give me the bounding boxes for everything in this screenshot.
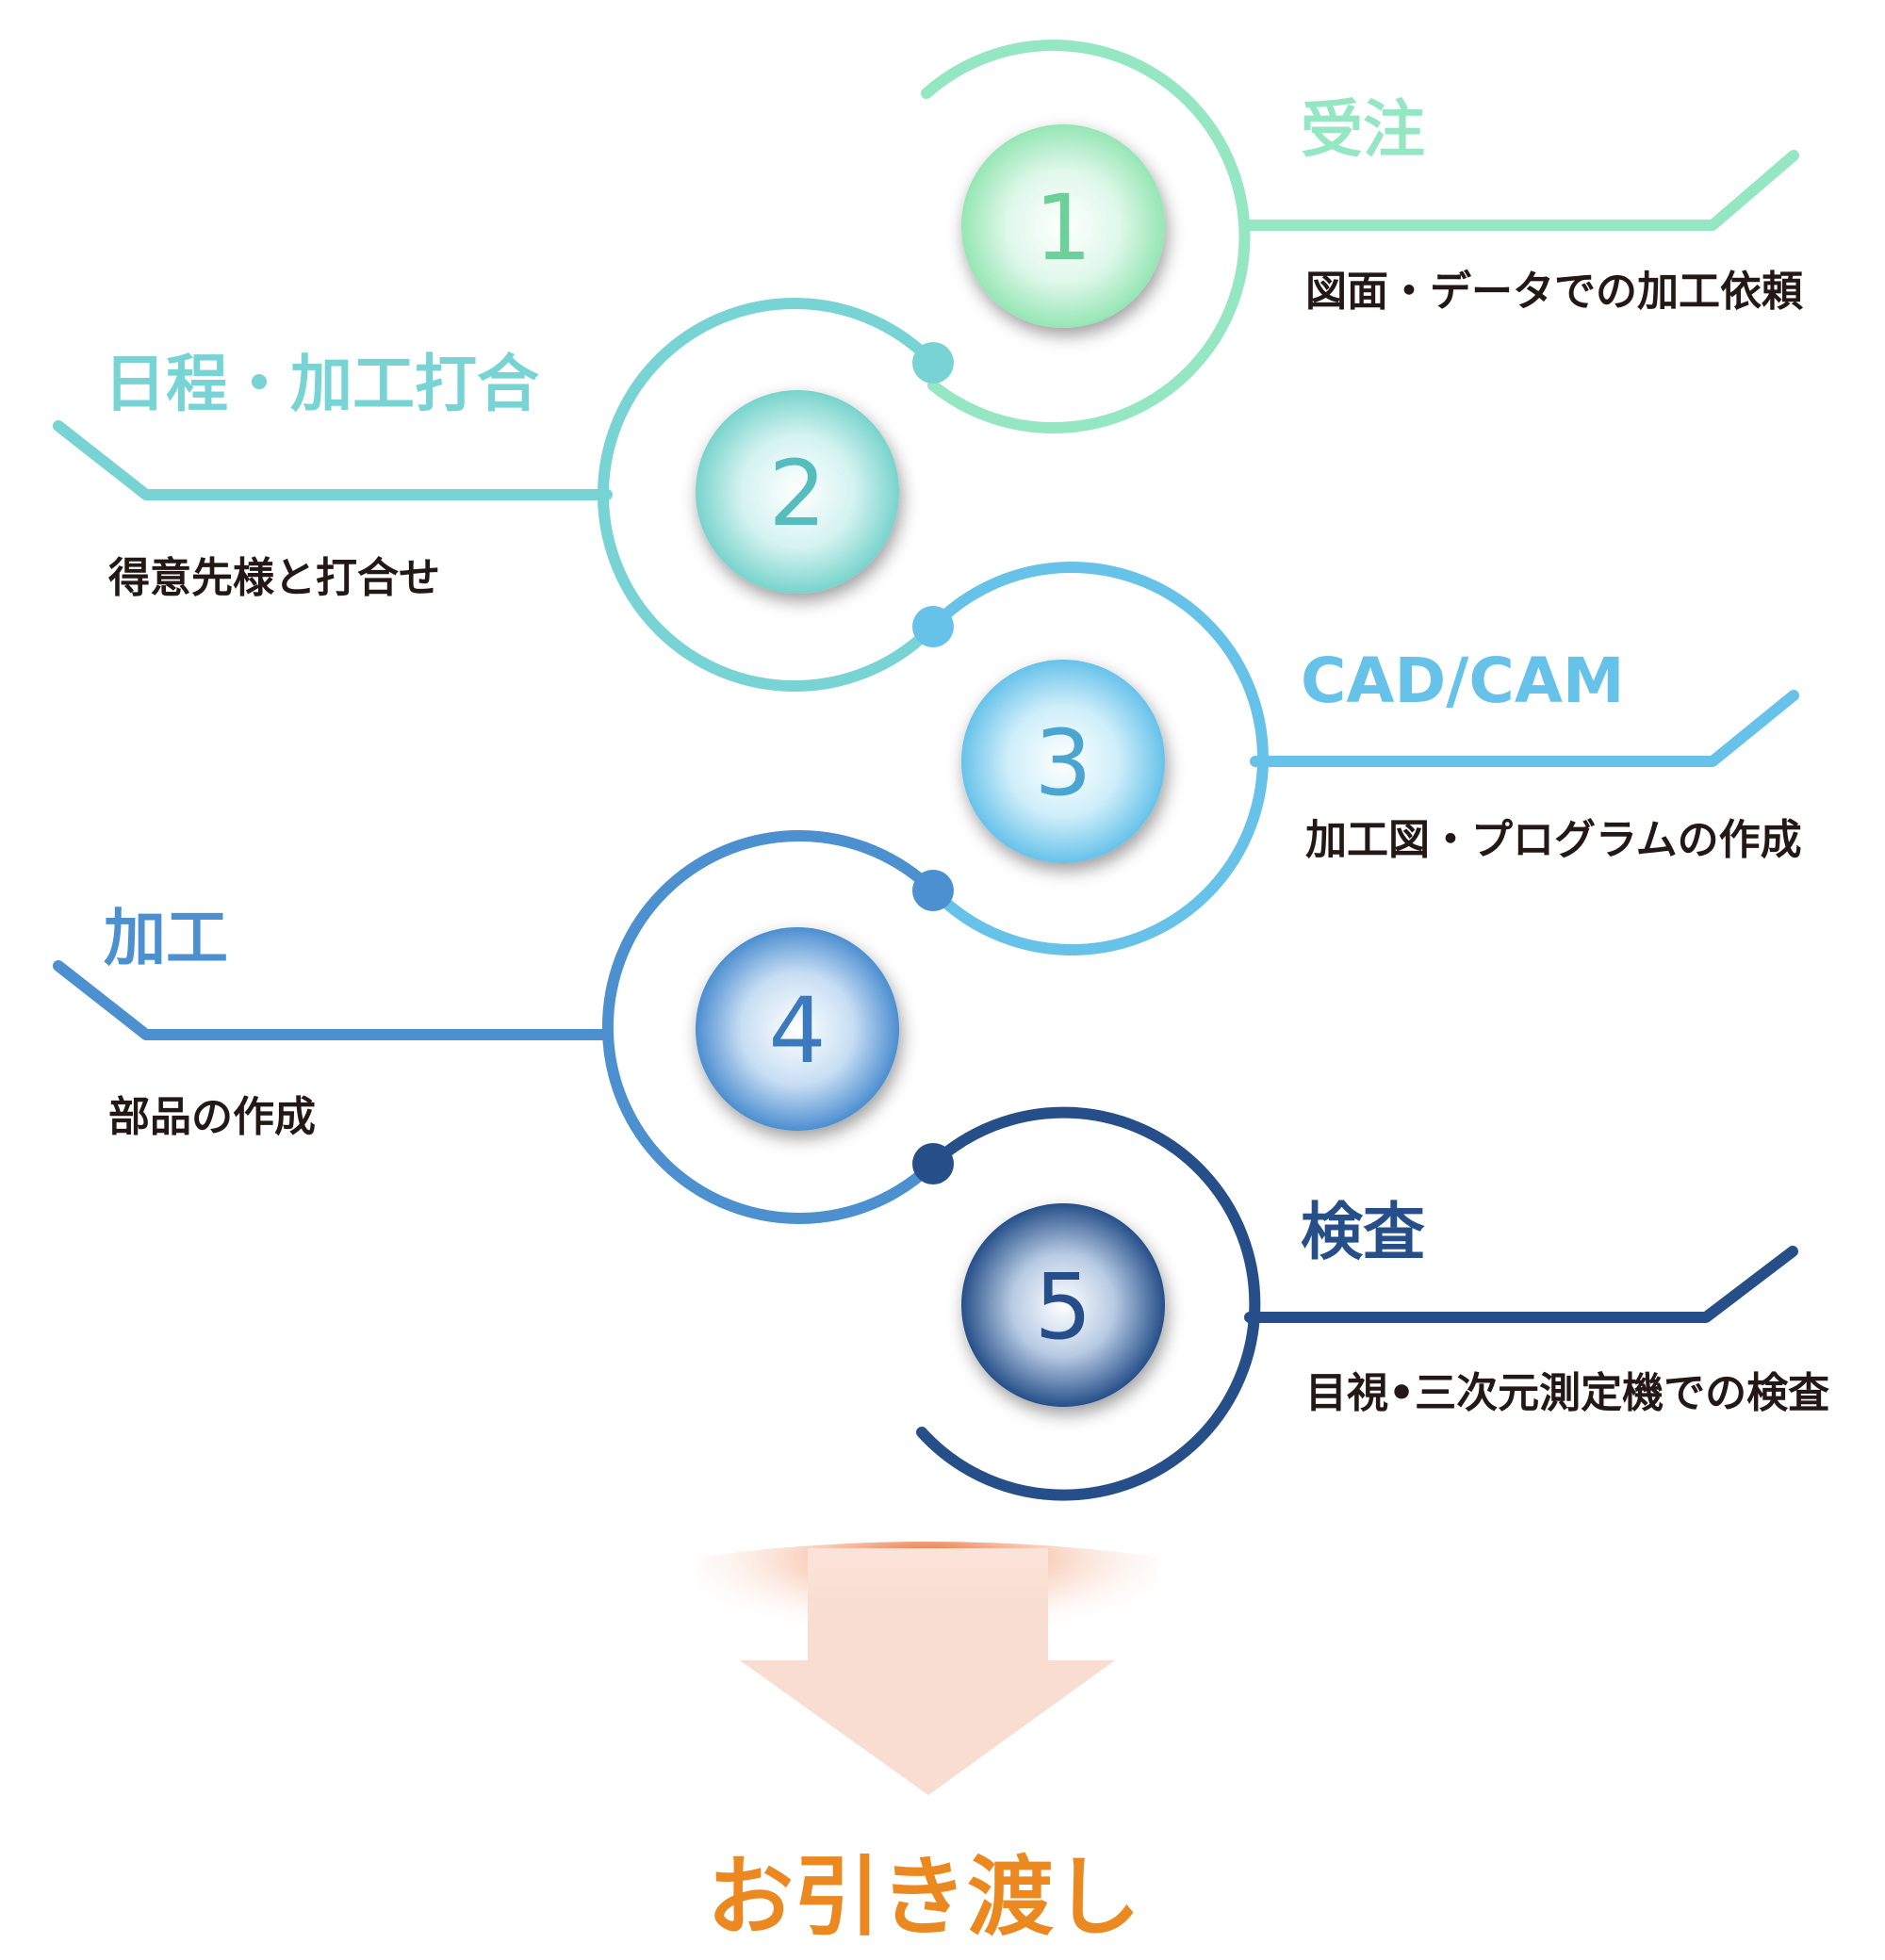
junction-dot-3-4: [912, 870, 954, 911]
step-1-ring: [921, 40, 1251, 434]
step-2-description: 得意先様と打合せ: [107, 554, 440, 602]
step-4-leader-line: [53, 960, 613, 1040]
step-5-badge: [961, 1203, 1165, 1407]
junction-dot-4-5: [912, 1143, 954, 1184]
step-1: 1 受注 図面・データでの加工依頼: [921, 40, 1804, 434]
step-1-leader-line: [1243, 150, 1799, 231]
step-4-ring: [602, 830, 939, 1224]
step-5-description: 目視•三次元測定機での検査: [1305, 1369, 1829, 1417]
step-2-number: 2: [768, 441, 826, 547]
final-arrow: [699, 1542, 1157, 1795]
step-2-badge: [696, 390, 899, 594]
step-3: 3 CAD/CAM 加工図・プログラムの作成: [927, 562, 1802, 956]
arrow-fade: [740, 1548, 1115, 1795]
step-2: 2 日程・加工打合 得意先様と打合せ: [53, 298, 939, 692]
step-5-title: 検査: [1301, 1196, 1425, 1268]
step-3-leader-line: [1250, 690, 1799, 767]
step-5: 5 検査 目視•三次元測定機での検査: [916, 1106, 1829, 1501]
step-3-title: CAD/CAM: [1301, 645, 1625, 717]
step-4-number: 4: [768, 978, 826, 1084]
step-1-description: 図面・データでの加工依頼: [1305, 268, 1804, 316]
junction-dot-2-3: [912, 606, 954, 647]
step-4-badge: [696, 927, 899, 1131]
step-5-leader-line: [1244, 1246, 1798, 1323]
final-label: お引き渡し: [707, 1847, 1140, 1948]
step-4-description: 部品の作成: [108, 1093, 316, 1141]
step-1-number: 1: [1034, 175, 1091, 281]
step-2-title: 日程・加工打合: [104, 348, 539, 420]
junction-dot-1-2: [912, 342, 954, 384]
step-3-badge: [961, 660, 1165, 863]
step-4-title: 加工: [104, 902, 228, 974]
step-2-leader-line: [53, 420, 613, 500]
step-4: 4 加工 部品の作成: [53, 830, 939, 1224]
step-3-number: 3: [1034, 710, 1091, 816]
step-5-number: 5: [1034, 1254, 1091, 1360]
step-3-description: 加工図・プログラムの作成: [1305, 816, 1802, 864]
step-1-title: 受注: [1301, 93, 1425, 166]
step-1-badge: [961, 124, 1165, 328]
